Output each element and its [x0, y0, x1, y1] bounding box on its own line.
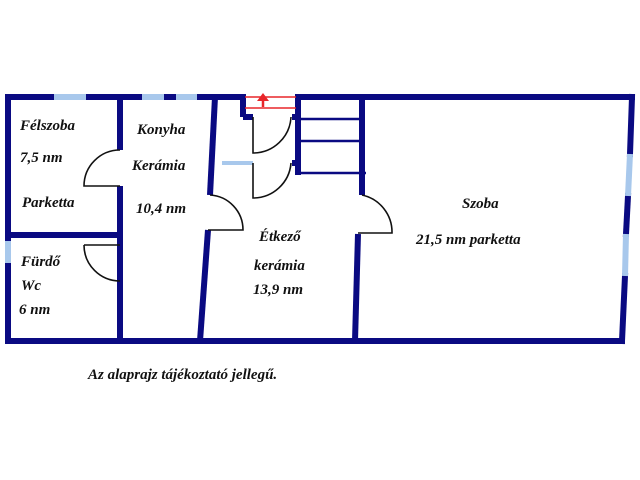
- door-felszoba: [83, 149, 121, 187]
- room-floor-konyha: Kerámia: [132, 158, 186, 174]
- room-area-furdo: 6 nm: [19, 302, 51, 318]
- room-area-szoba: 21,5 nm parketta: [416, 232, 521, 248]
- door-hall-2: [252, 162, 292, 199]
- room-name-konyha: Konyha: [137, 122, 186, 138]
- room-name-szoba: Szoba: [462, 196, 499, 212]
- windows: [5, 94, 633, 277]
- arrow-up-icon: [257, 93, 269, 107]
- room-area-etkezo: 13,9 nm: [253, 282, 304, 298]
- room-floor-etkezo: kerámia: [254, 258, 305, 274]
- entrance-marker: [245, 93, 296, 109]
- room-area-felszoba: 7,5 nm: [20, 150, 63, 166]
- room-name2-furdo: Wc: [21, 278, 41, 294]
- room-name-felszoba: Félszoba: [20, 118, 76, 134]
- door-furdo: [83, 244, 121, 282]
- outer-walls: [5, 93, 636, 345]
- plan-caption: Az alaprajz tájékoztató jellegű.: [88, 367, 278, 383]
- room-area-konyha: 10,4 nm: [136, 201, 187, 217]
- doors: [83, 116, 393, 282]
- door-etkezo: [208, 194, 244, 231]
- room-name-furdo: Fürdő: [21, 254, 61, 270]
- door-szoba: [358, 194, 393, 234]
- stairs: [298, 117, 366, 175]
- door-hall-1: [252, 116, 292, 154]
- room-name-etkezo: Étkező: [259, 229, 301, 245]
- room-floor-felszoba: Parketta: [22, 195, 75, 211]
- interior-walls: [8, 96, 365, 342]
